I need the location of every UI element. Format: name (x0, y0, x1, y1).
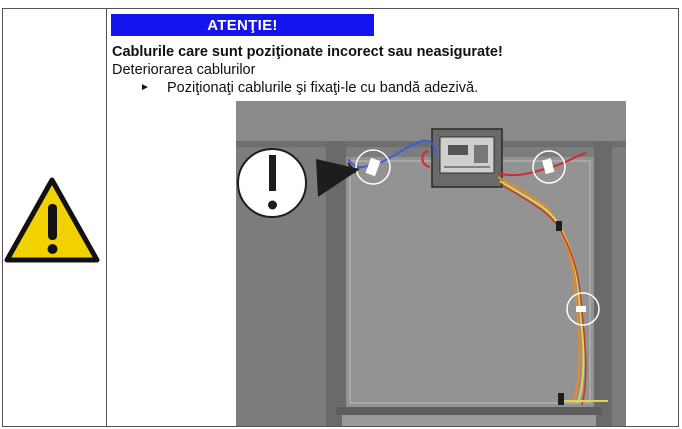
warning-title: Cablurile care sunt poziţionate incorect… (112, 44, 503, 60)
warning-frame (2, 8, 679, 427)
exclamation-callout-icon (237, 148, 307, 218)
bullet-marker: ► (140, 82, 150, 93)
warning-triangle-icon (4, 177, 100, 263)
column-divider (106, 8, 107, 427)
cable-routing-illustration (236, 101, 626, 426)
warning-banner: ATENŢIE! (111, 14, 374, 36)
warning-instruction: Poziţionaţi cablurile şi fixaţi-le cu ba… (167, 80, 479, 96)
warning-consequence: Deteriorarea cablurilor (112, 62, 256, 78)
